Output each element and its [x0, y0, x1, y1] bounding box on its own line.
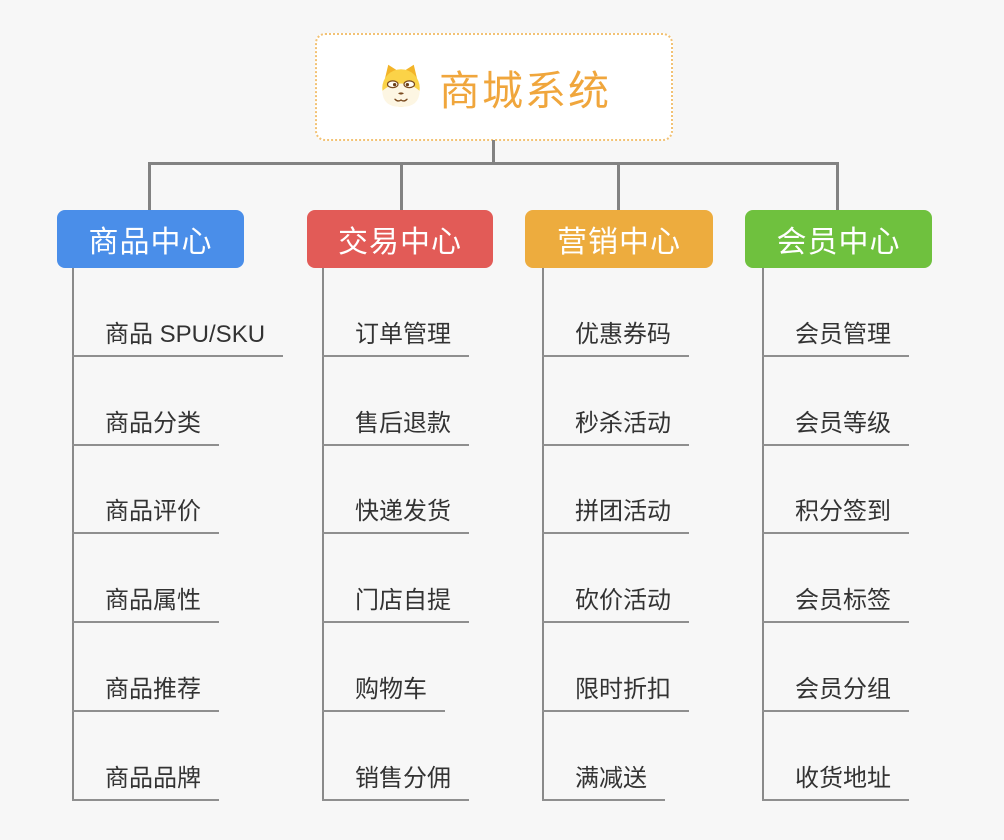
topic-item[interactable]: 购物车	[322, 669, 445, 713]
topic-item[interactable]: 快递发货	[322, 491, 469, 535]
branch-column-members: 会员管理 会员等级 积分签到 会员标签 会员分组 收货地址	[762, 268, 909, 801]
trunk-line-products	[72, 268, 74, 801]
row: 秒杀活动	[542, 357, 689, 446]
topic-item[interactable]: 限时折扣	[542, 669, 689, 713]
row: 砍价活动	[542, 534, 689, 624]
row: 商品推荐	[72, 623, 283, 713]
connector-drop-members	[836, 162, 839, 210]
topic-item[interactable]: 会员管理	[762, 314, 909, 357]
row: 商品分类	[72, 357, 283, 446]
row: 销售分佣	[322, 712, 469, 801]
row: 商品品牌	[72, 712, 283, 801]
root-topic-title: 商城系统	[439, 68, 611, 114]
trunk-line-trade	[322, 268, 324, 801]
row: 拼团活动	[542, 446, 689, 535]
branch-box-marketing[interactable]: 营销中心	[525, 210, 713, 268]
root-topic[interactable]: 商城系统	[315, 33, 673, 141]
topic-item[interactable]: 会员等级	[762, 403, 909, 446]
topic-item[interactable]: 商品品牌	[72, 758, 219, 801]
topic-item[interactable]: 商品属性	[72, 580, 219, 624]
row: 商品评价	[72, 446, 283, 535]
row: 售后退款	[322, 357, 469, 446]
topic-item[interactable]: 商品分类	[72, 403, 219, 446]
connector-bus	[148, 162, 839, 165]
branch-column-trade: 订单管理 售后退款 快递发货 门店自提 购物车 销售分佣	[322, 268, 469, 801]
row: 快递发货	[322, 446, 469, 535]
row: 会员等级	[762, 357, 909, 446]
topic-item[interactable]: 满减送	[542, 758, 665, 801]
topic-item[interactable]: 商品推荐	[72, 669, 219, 713]
topic-item[interactable]: 门店自提	[322, 580, 469, 624]
topic-item[interactable]: 售后退款	[322, 403, 469, 446]
branch-column-products: 商品 SPU/SKU 商品分类 商品评价 商品属性 商品推荐 商品品牌	[72, 268, 284, 801]
connector-drop-trade	[400, 162, 403, 210]
row: 优惠券码	[542, 268, 689, 357]
topic-item[interactable]: 订单管理	[322, 314, 469, 357]
shiba-dog-icon	[377, 61, 425, 114]
row: 订单管理	[322, 268, 469, 357]
topic-item[interactable]: 砍价活动	[542, 580, 689, 624]
row: 会员标签	[762, 534, 909, 624]
row: 门店自提	[322, 534, 469, 624]
topic-item[interactable]: 秒杀活动	[542, 403, 689, 446]
row: 会员分组	[762, 623, 909, 713]
connector-drop-marketing	[617, 162, 620, 210]
topic-item[interactable]: 会员标签	[762, 580, 909, 624]
branch-box-products[interactable]: 商品中心	[57, 210, 244, 268]
trunk-line-marketing	[542, 268, 544, 801]
row: 会员管理	[762, 268, 909, 357]
branch-column-marketing: 优惠券码 秒杀活动 拼团活动 砍价活动 限时折扣 满减送	[542, 268, 689, 801]
topic-item[interactable]: 商品 SPU/SKU	[72, 314, 284, 357]
row: 收货地址	[762, 712, 909, 801]
row: 限时折扣	[542, 623, 689, 713]
connector-drop-products	[148, 162, 151, 210]
topic-item[interactable]: 拼团活动	[542, 491, 689, 535]
row: 商品 SPU/SKU	[72, 268, 284, 357]
trunk-line-members	[762, 268, 764, 801]
topic-item[interactable]: 积分签到	[762, 491, 909, 535]
topic-item[interactable]: 会员分组	[762, 669, 909, 713]
topic-item[interactable]: 销售分佣	[322, 758, 469, 801]
connector-root-drop	[492, 140, 495, 163]
row: 积分签到	[762, 446, 909, 535]
row: 购物车	[322, 623, 469, 713]
topic-item[interactable]: 优惠券码	[542, 314, 689, 357]
topic-item[interactable]: 商品评价	[72, 491, 219, 535]
row: 满减送	[542, 712, 689, 801]
branch-box-trade[interactable]: 交易中心	[307, 210, 493, 268]
row: 商品属性	[72, 534, 283, 624]
branch-box-members[interactable]: 会员中心	[745, 210, 932, 268]
topic-item[interactable]: 收货地址	[762, 758, 909, 801]
